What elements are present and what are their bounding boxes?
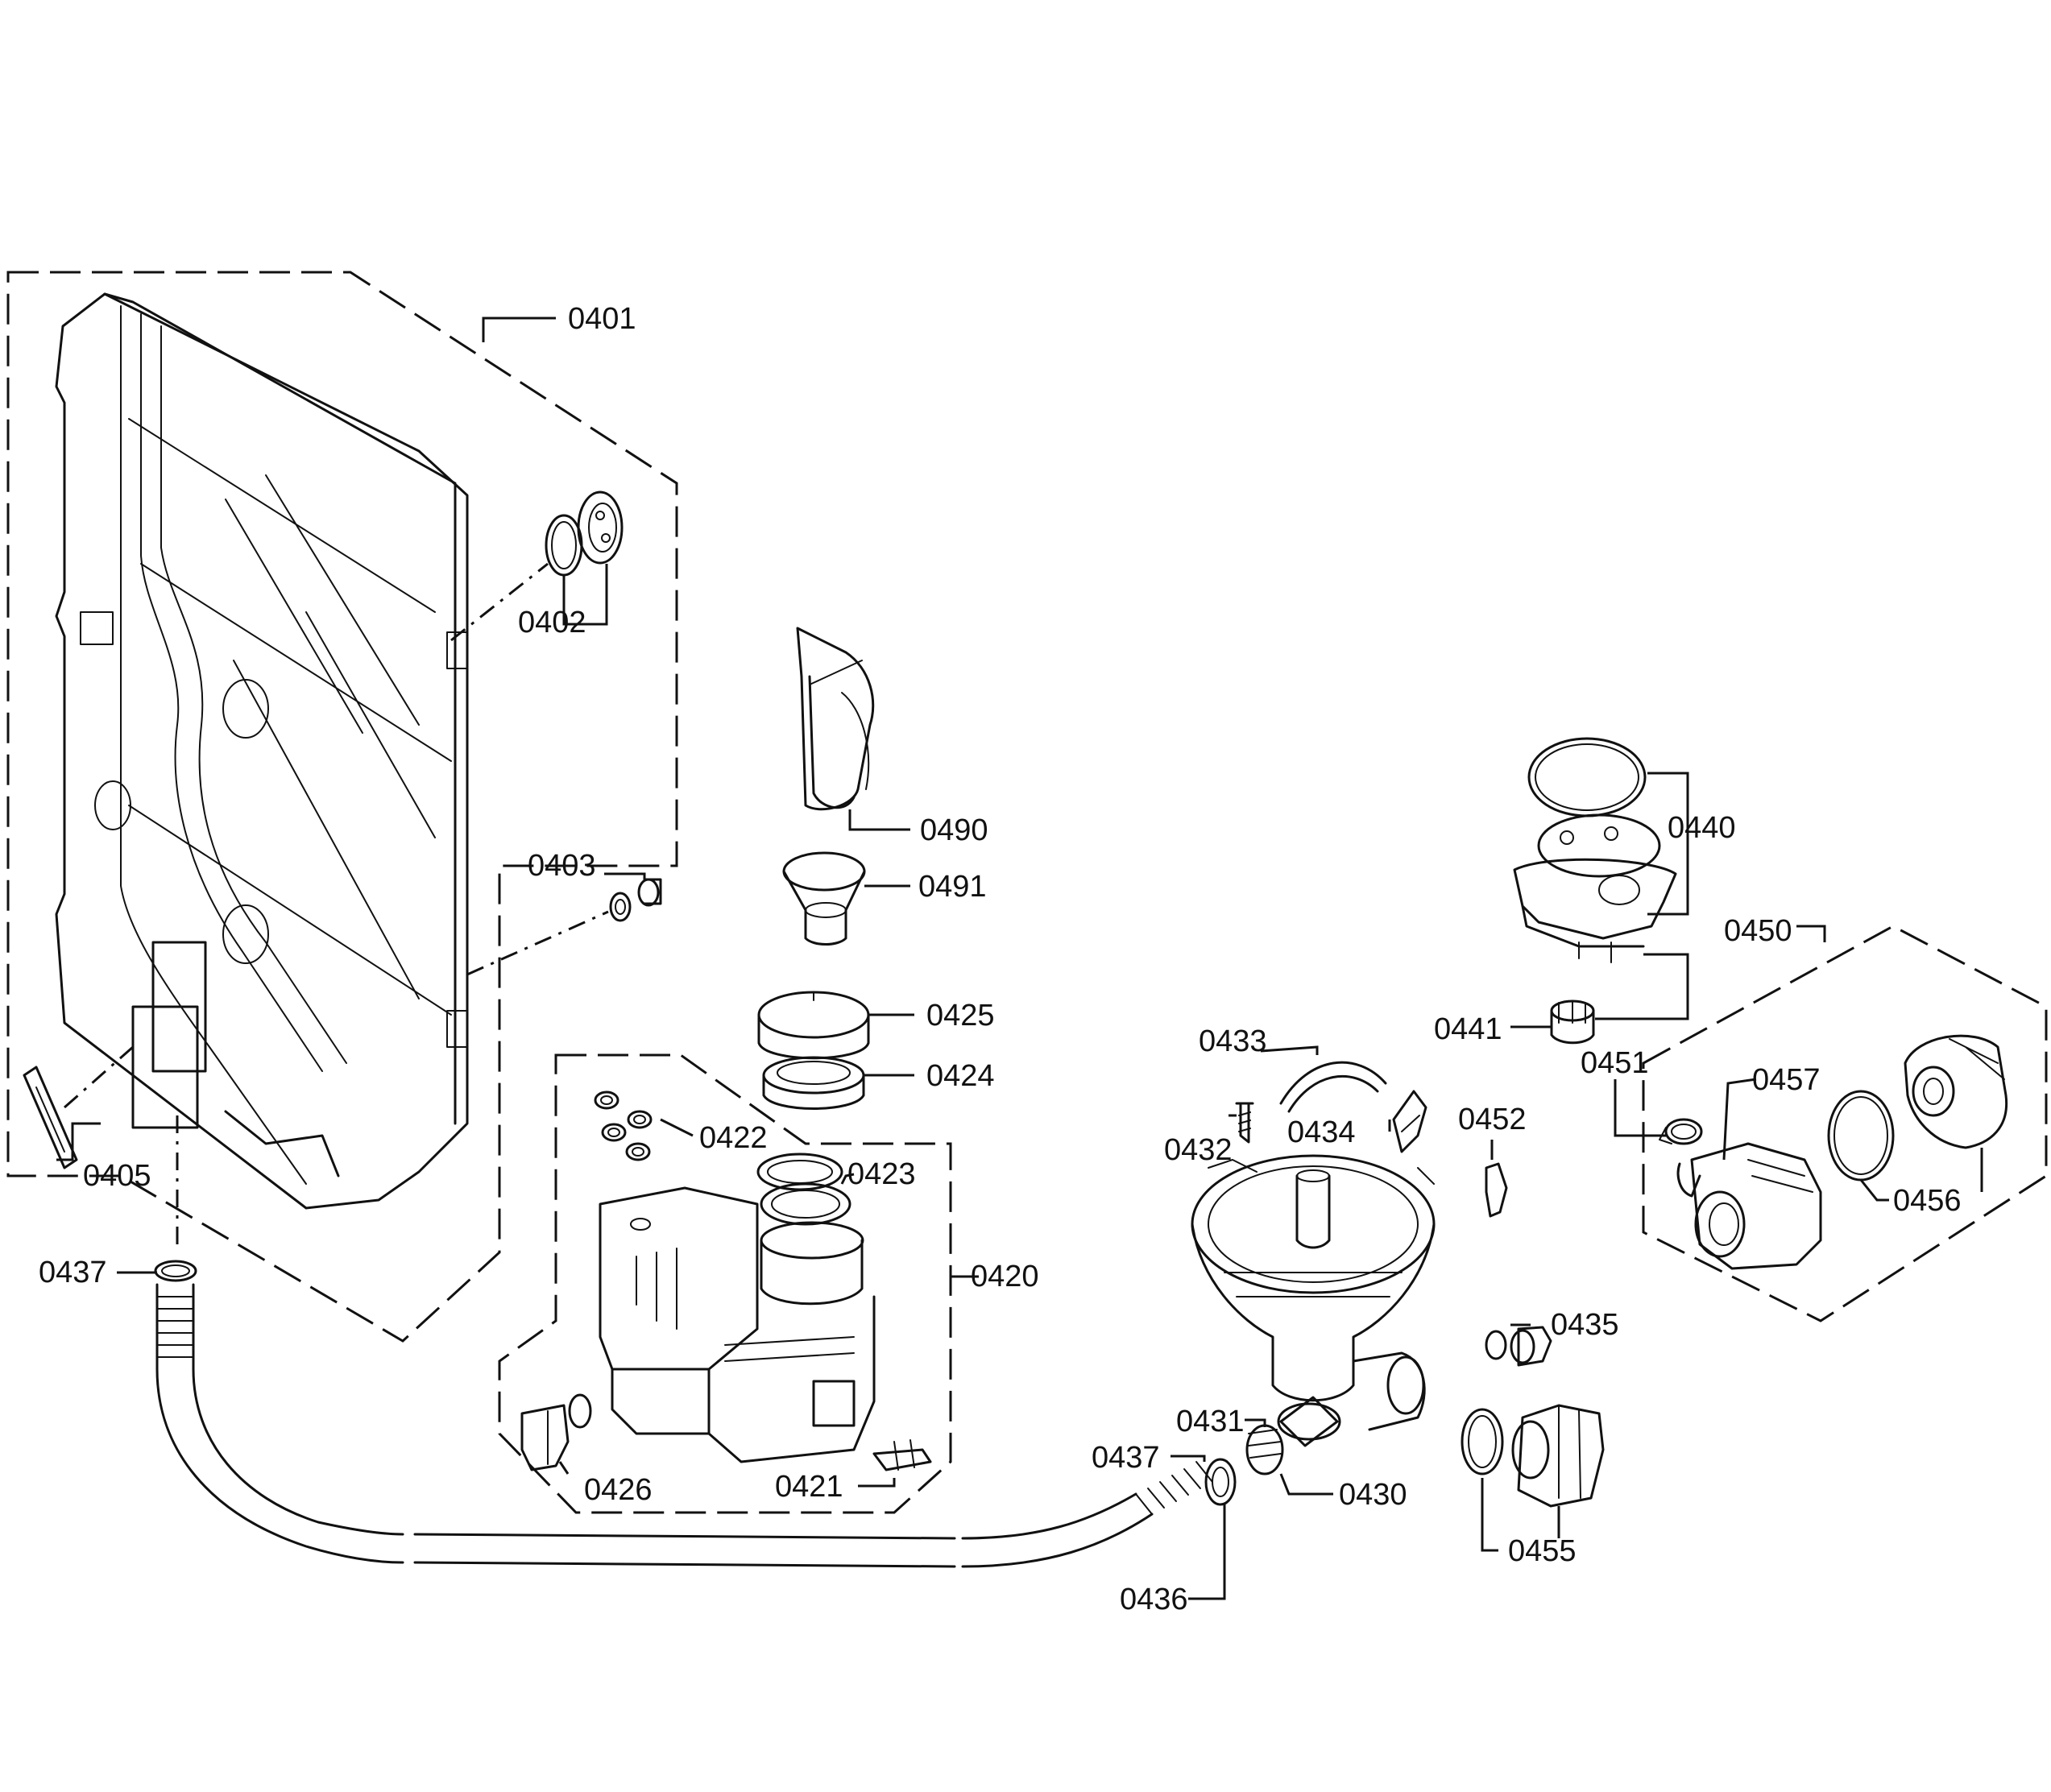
part-0422-seal-set bbox=[594, 1091, 653, 1161]
label-0432: 0432 bbox=[1164, 1133, 1233, 1167]
part-labels: 0401 0402 0403 0405 0437 0490 0491 0425 … bbox=[39, 302, 1962, 1616]
label-0437-left: 0437 bbox=[39, 1256, 107, 1289]
leader-lines bbox=[56, 317, 1983, 1600]
label-0437-right: 0437 bbox=[1092, 1441, 1160, 1475]
label-0431: 0431 bbox=[1176, 1405, 1245, 1438]
part-0491-filter-cup bbox=[782, 851, 866, 946]
part-0403-fitting bbox=[466, 878, 662, 976]
label-0491: 0491 bbox=[918, 870, 987, 904]
part-0434-flap bbox=[1392, 1090, 1427, 1153]
part-0431-coupler bbox=[1245, 1424, 1284, 1475]
label-0433: 0433 bbox=[1199, 1024, 1267, 1058]
label-0430: 0430 bbox=[1339, 1478, 1407, 1512]
label-0450: 0450 bbox=[1724, 914, 1792, 948]
label-0421: 0421 bbox=[775, 1470, 843, 1504]
part-0426-sensor bbox=[520, 1393, 592, 1471]
group-0450-boundary bbox=[1642, 925, 2048, 1322]
part-0452-clip bbox=[1485, 1162, 1508, 1218]
label-0405: 0405 bbox=[83, 1159, 151, 1193]
label-0451: 0451 bbox=[1581, 1046, 1649, 1080]
part-0402-ring-and-cap bbox=[450, 490, 624, 642]
part-0424-ring bbox=[762, 1056, 865, 1110]
label-0403: 0403 bbox=[528, 849, 596, 883]
label-0426: 0426 bbox=[584, 1473, 653, 1507]
label-0435: 0435 bbox=[1551, 1308, 1619, 1342]
part-0430-sump bbox=[1191, 1154, 1436, 1447]
part-0451-hose-clamp bbox=[1659, 1118, 1703, 1145]
label-0425: 0425 bbox=[926, 999, 995, 1033]
part-0420-heater-housing bbox=[599, 1182, 876, 1463]
part-0440-circulation-housing bbox=[1513, 737, 1677, 963]
label-0402: 0402 bbox=[518, 606, 586, 639]
part-0457-pump-housing bbox=[1676, 1142, 1822, 1270]
label-0436: 0436 bbox=[1120, 1583, 1188, 1616]
label-0434: 0434 bbox=[1287, 1115, 1356, 1149]
label-0456: 0456 bbox=[1893, 1184, 1962, 1218]
part-0455-drain-pump bbox=[1461, 1404, 1605, 1508]
label-0455: 0455 bbox=[1508, 1534, 1577, 1568]
label-0424: 0424 bbox=[926, 1059, 995, 1093]
part-0432-screw bbox=[1235, 1102, 1254, 1144]
label-0420: 0420 bbox=[971, 1260, 1039, 1293]
part-0405-clip bbox=[23, 1045, 134, 1169]
label-0457: 0457 bbox=[1752, 1063, 1821, 1097]
part-0435-valve bbox=[1485, 1326, 1552, 1367]
label-0452: 0452 bbox=[1458, 1103, 1527, 1136]
label-0490: 0490 bbox=[920, 813, 988, 847]
part-0425-cap bbox=[757, 991, 870, 1060]
part-0436-drain-hose bbox=[154, 1115, 1237, 1568]
label-0401: 0401 bbox=[568, 302, 636, 336]
part-0441-impeller bbox=[1550, 999, 1595, 1045]
part-0423-seal bbox=[756, 1153, 843, 1191]
label-0422: 0422 bbox=[699, 1121, 768, 1155]
part-0421-clip bbox=[872, 1439, 932, 1471]
group-0401-boundary bbox=[6, 271, 678, 1343]
label-0441: 0441 bbox=[1434, 1012, 1502, 1046]
group-0420-boundary bbox=[498, 1053, 952, 1514]
label-0440: 0440 bbox=[1668, 811, 1736, 845]
part-0433-bracket bbox=[1279, 1061, 1387, 1113]
part-0490-funnel bbox=[796, 627, 875, 811]
part-0456-seal-ring bbox=[1827, 1090, 1895, 1182]
label-0423: 0423 bbox=[847, 1157, 916, 1191]
part-0450-motor bbox=[1904, 1034, 2008, 1149]
part-0401-base-panel bbox=[55, 292, 469, 1210]
